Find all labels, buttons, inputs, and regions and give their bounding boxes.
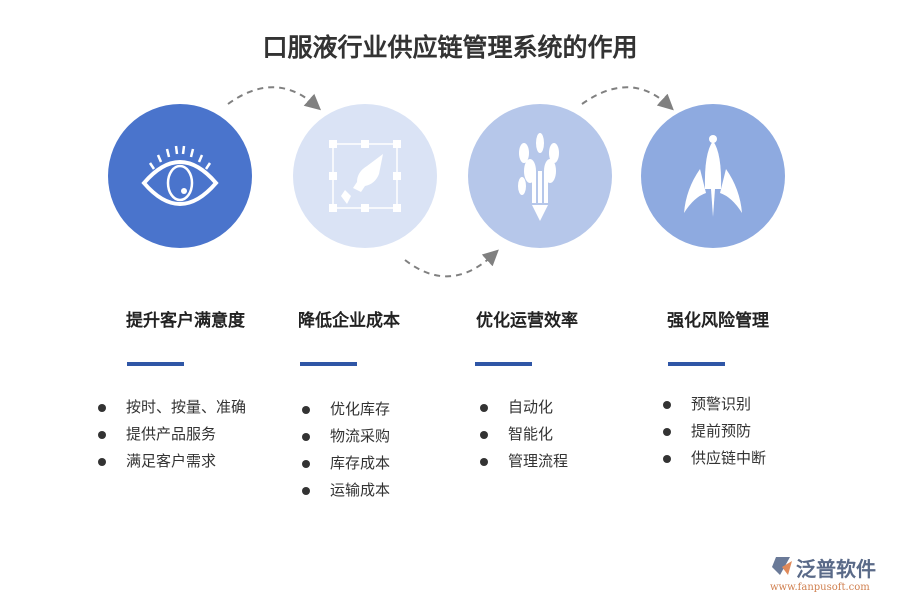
pencil-leaves-icon xyxy=(518,133,559,221)
arrow-3-4 xyxy=(581,86,674,111)
logo-name: 泛普软件 xyxy=(796,557,876,581)
pen-tool-icon xyxy=(329,140,401,212)
divider-1 xyxy=(127,362,184,366)
heading-2: 降低企业成本 xyxy=(298,311,400,331)
list-item: 智能化 xyxy=(480,421,568,448)
logo: 泛普软件 www.fanpusoft.com xyxy=(770,553,876,593)
list-item: 优化库存 xyxy=(302,396,390,423)
list-item: 管理流程 xyxy=(480,448,568,475)
list-3: 自动化 智能化 管理流程 xyxy=(480,394,568,475)
circle-1 xyxy=(108,104,252,248)
logo-url: www.fanpusoft.com xyxy=(770,582,870,593)
eye-icon xyxy=(141,145,219,206)
list-item: 供应链中断 xyxy=(663,445,766,472)
list-item: 提供产品服务 xyxy=(98,421,246,448)
divider-2 xyxy=(300,362,357,366)
arrow-2-3 xyxy=(404,249,499,278)
list-1: 按时、按量、准确 提供产品服务 满足客户需求 xyxy=(98,394,246,475)
circle-2 xyxy=(293,104,437,248)
page-title: 口服液行业供应链管理系统的作用 xyxy=(262,33,638,62)
list-item: 提前预防 xyxy=(663,418,766,445)
list-item: 满足客户需求 xyxy=(98,448,246,475)
divider-3 xyxy=(475,362,532,366)
heading-3: 优化运营效率 xyxy=(476,311,578,331)
list-item: 物流采购 xyxy=(302,423,390,450)
logo-mark-icon xyxy=(772,557,792,575)
heading-4: 强化风险管理 xyxy=(667,311,769,331)
heading-1: 提升客户满意度 xyxy=(126,311,245,331)
divider-4 xyxy=(668,362,725,366)
circle-3 xyxy=(468,104,612,248)
list-item: 运输成本 xyxy=(302,477,390,504)
rocket-icon xyxy=(684,135,742,217)
list-4: 预警识别 提前预防 供应链中断 xyxy=(663,391,766,472)
list-item: 按时、按量、准确 xyxy=(98,394,246,421)
list-item: 自动化 xyxy=(480,394,568,421)
list-2: 优化库存 物流采购 库存成本 运输成本 xyxy=(302,396,390,504)
arrow-1-2 xyxy=(227,86,322,111)
list-item: 库存成本 xyxy=(302,450,390,477)
circle-4 xyxy=(641,104,785,248)
list-item: 预警识别 xyxy=(663,391,766,418)
